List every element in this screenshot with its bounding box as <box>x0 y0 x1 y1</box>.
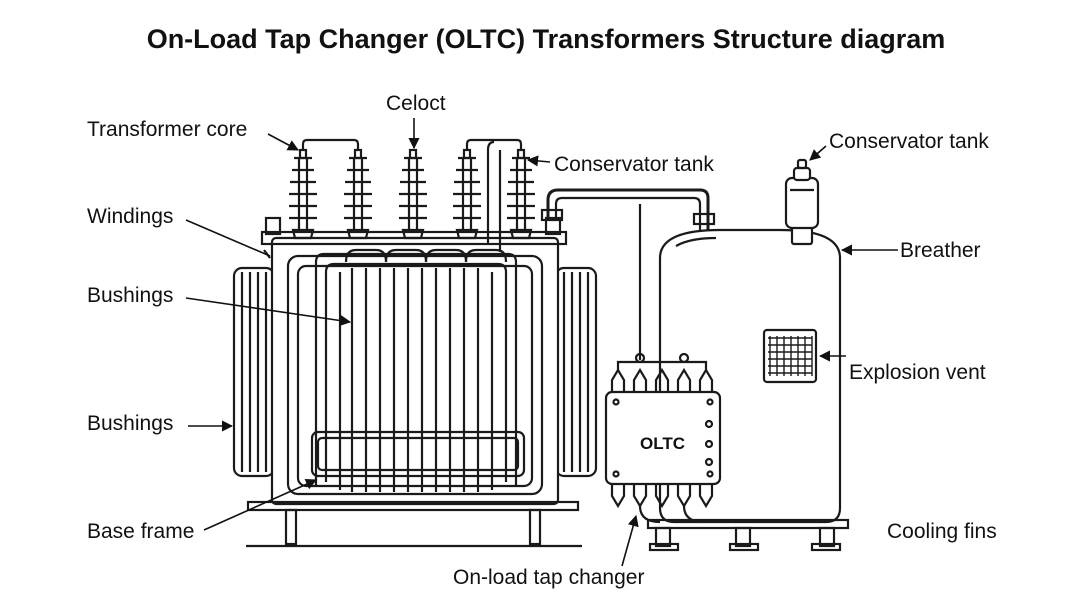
right-radiator <box>554 266 598 478</box>
leader-lines <box>185 118 898 567</box>
label-explosion-vent: Explosion vent <box>849 361 986 384</box>
windings-core <box>310 248 526 492</box>
label-celoct: Celoct <box>386 92 446 115</box>
left-radiator <box>232 266 276 478</box>
label-breather: Breather <box>900 239 981 262</box>
conservator-stand <box>646 518 850 552</box>
label-conservator-tank-top: Conservator tank <box>829 130 989 153</box>
label-oltc: OLTC <box>640 434 686 453</box>
label-windings: Windings <box>87 205 174 228</box>
label-conservator-tank-mid: Conservator tank <box>554 153 714 176</box>
label-bushings-lower: Bushings <box>87 412 174 435</box>
label-transformer-core: Transformer core <box>87 118 248 141</box>
label-bushings-upper: Bushings <box>87 284 174 307</box>
main-base-frame <box>246 500 582 548</box>
bushings <box>289 138 535 252</box>
oltc-box <box>604 352 722 524</box>
diagram-title: On-Load Tap Changer (OLTC) Transformers … <box>146 24 946 54</box>
main-tank <box>260 216 568 506</box>
label-cooling-fins: Cooling fins <box>887 520 997 543</box>
breather-unit <box>784 158 820 246</box>
label-on-load-tap-changer: On-load tap changer <box>453 566 645 589</box>
label-base-frame: Base frame <box>87 520 195 543</box>
